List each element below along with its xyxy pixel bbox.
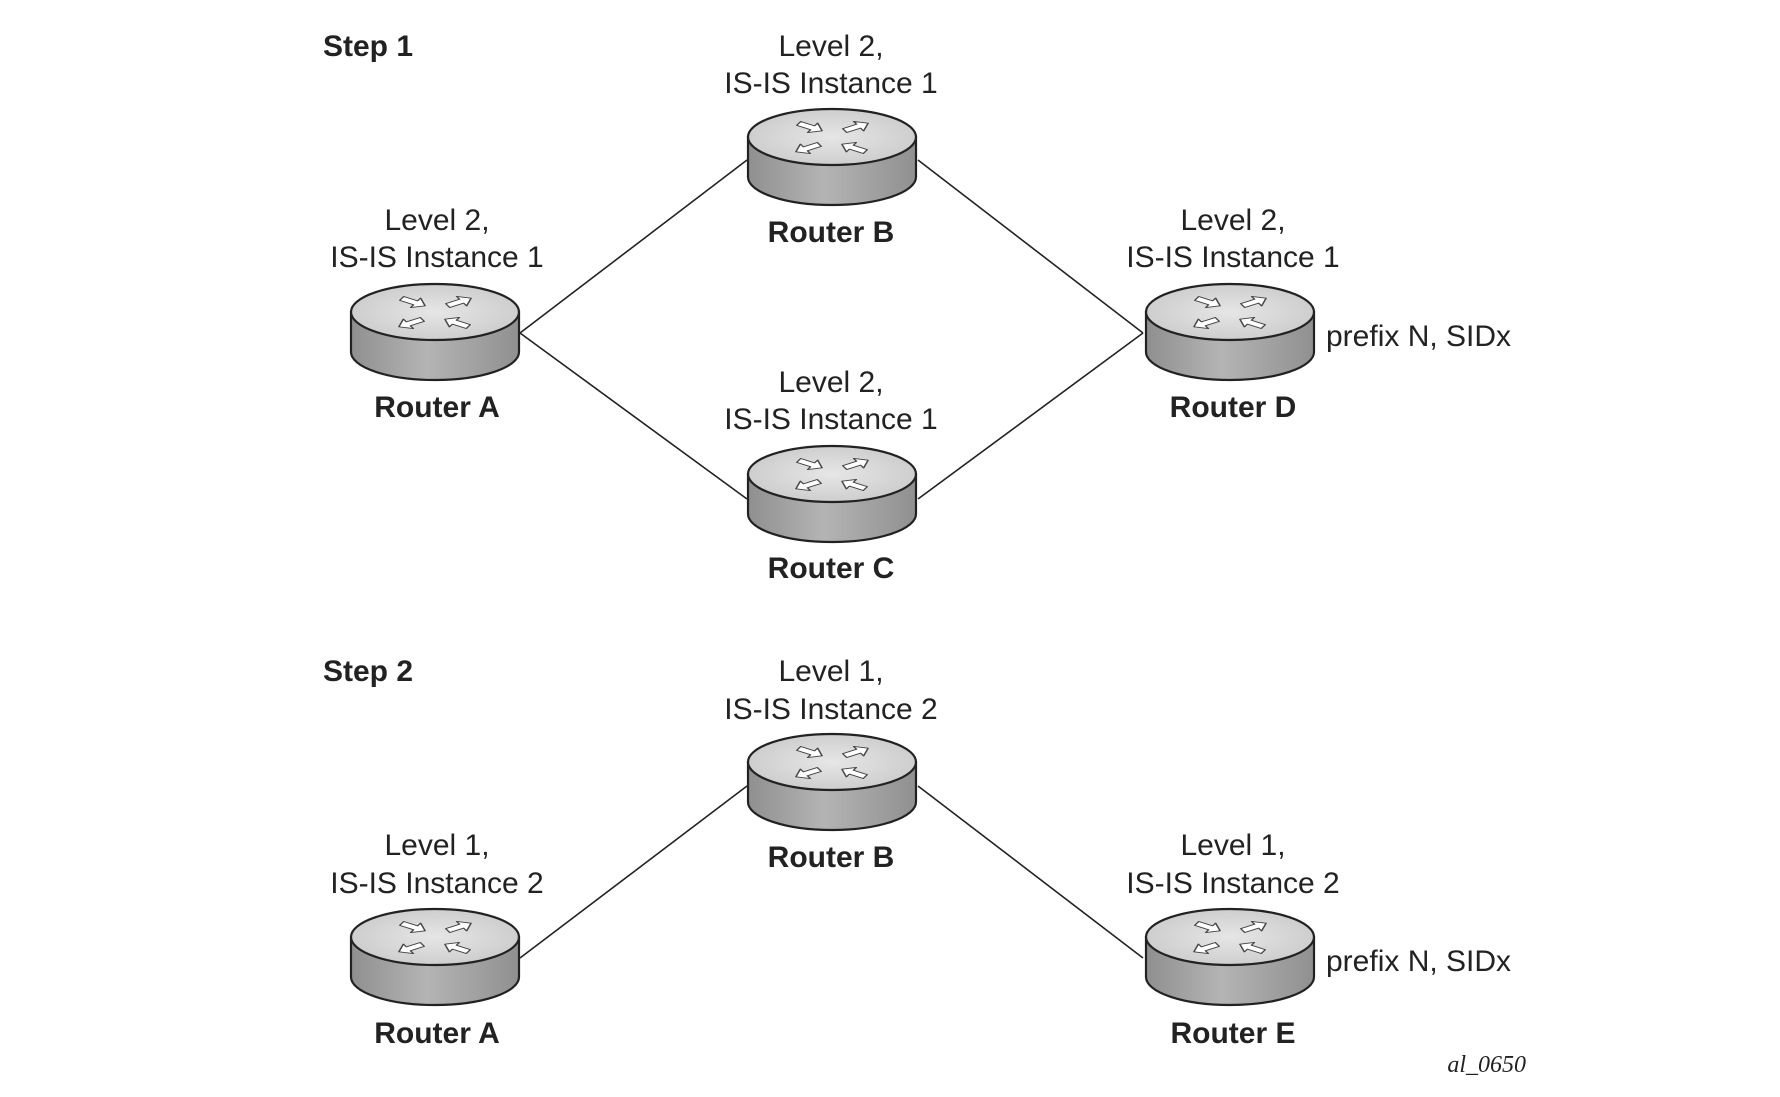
router-icon xyxy=(349,907,521,1007)
router-b-name: Router B xyxy=(768,841,895,874)
router-d-level: Level 2, xyxy=(1180,204,1285,237)
router-b[interactable]: Level 1, IS-IS Instance 2 Router B xyxy=(724,655,937,874)
router-icon xyxy=(1144,282,1316,382)
router-e[interactable]: Level 1, IS-IS Instance 2 prefix N, SIDx… xyxy=(1126,829,1511,1050)
router-e-instance: IS-IS Instance 2 xyxy=(1126,867,1339,900)
step-2-links xyxy=(519,785,1144,959)
router-d[interactable]: Level 2, IS-IS Instance 1 prefix N, SIDx… xyxy=(1126,204,1511,424)
router-b-instance: IS-IS Instance 1 xyxy=(724,67,937,100)
router-icon xyxy=(746,732,918,832)
step-1-label: Step 1 xyxy=(323,30,413,63)
router-icon xyxy=(746,444,918,544)
router-a-name: Router A xyxy=(374,1017,500,1050)
router-a[interactable]: Level 1, IS-IS Instance 2 Router A xyxy=(330,829,543,1050)
router-b[interactable]: Level 2, IS-IS Instance 1 Router B xyxy=(724,30,937,249)
router-c[interactable]: Level 2, IS-IS Instance 1 Router C xyxy=(724,366,937,585)
link-a-b xyxy=(519,785,748,959)
router-b-level: Level 1, xyxy=(778,655,883,688)
router-b-name: Router B xyxy=(768,216,895,249)
step-2-label: Step 2 xyxy=(323,655,413,688)
router-a-instance: IS-IS Instance 2 xyxy=(330,867,543,900)
step-1-links xyxy=(519,159,1144,500)
router-e-level: Level 1, xyxy=(1180,829,1285,862)
router-b-instance: IS-IS Instance 2 xyxy=(724,693,937,726)
link-a-b xyxy=(519,159,748,334)
router-e-prefix: prefix N, SIDx xyxy=(1326,945,1511,978)
router-a-level: Level 2, xyxy=(384,204,489,237)
link-b-e xyxy=(917,785,1144,959)
router-a[interactable]: Level 2, IS-IS Instance 1 Router A xyxy=(330,204,543,424)
router-c-name: Router C xyxy=(768,552,895,585)
router-icon xyxy=(746,107,918,207)
router-d-instance: IS-IS Instance 1 xyxy=(1126,241,1339,274)
router-d-prefix: prefix N, SIDx xyxy=(1326,320,1511,353)
link-b-d xyxy=(917,159,1144,334)
router-a-level: Level 1, xyxy=(384,829,489,862)
router-icon xyxy=(349,282,521,382)
router-a-instance: IS-IS Instance 1 xyxy=(330,241,543,274)
step-1-group: Step 1 Level 2, IS-IS Instance 1 Router … xyxy=(323,30,1511,585)
router-a-name: Router A xyxy=(374,391,500,424)
link-a-c xyxy=(519,332,748,500)
router-c-level: Level 2, xyxy=(778,366,883,399)
router-d-name: Router D xyxy=(1170,391,1297,424)
router-e-name: Router E xyxy=(1170,1017,1295,1050)
figure-id: al_0650 xyxy=(1447,1052,1526,1078)
step-2-group: Step 2 Level 1, IS-IS Instance 2 Router … xyxy=(323,655,1511,1050)
router-b-level: Level 2, xyxy=(778,30,883,63)
router-c-instance: IS-IS Instance 1 xyxy=(724,403,937,436)
link-c-d xyxy=(917,332,1144,500)
router-icon xyxy=(1144,907,1316,1007)
